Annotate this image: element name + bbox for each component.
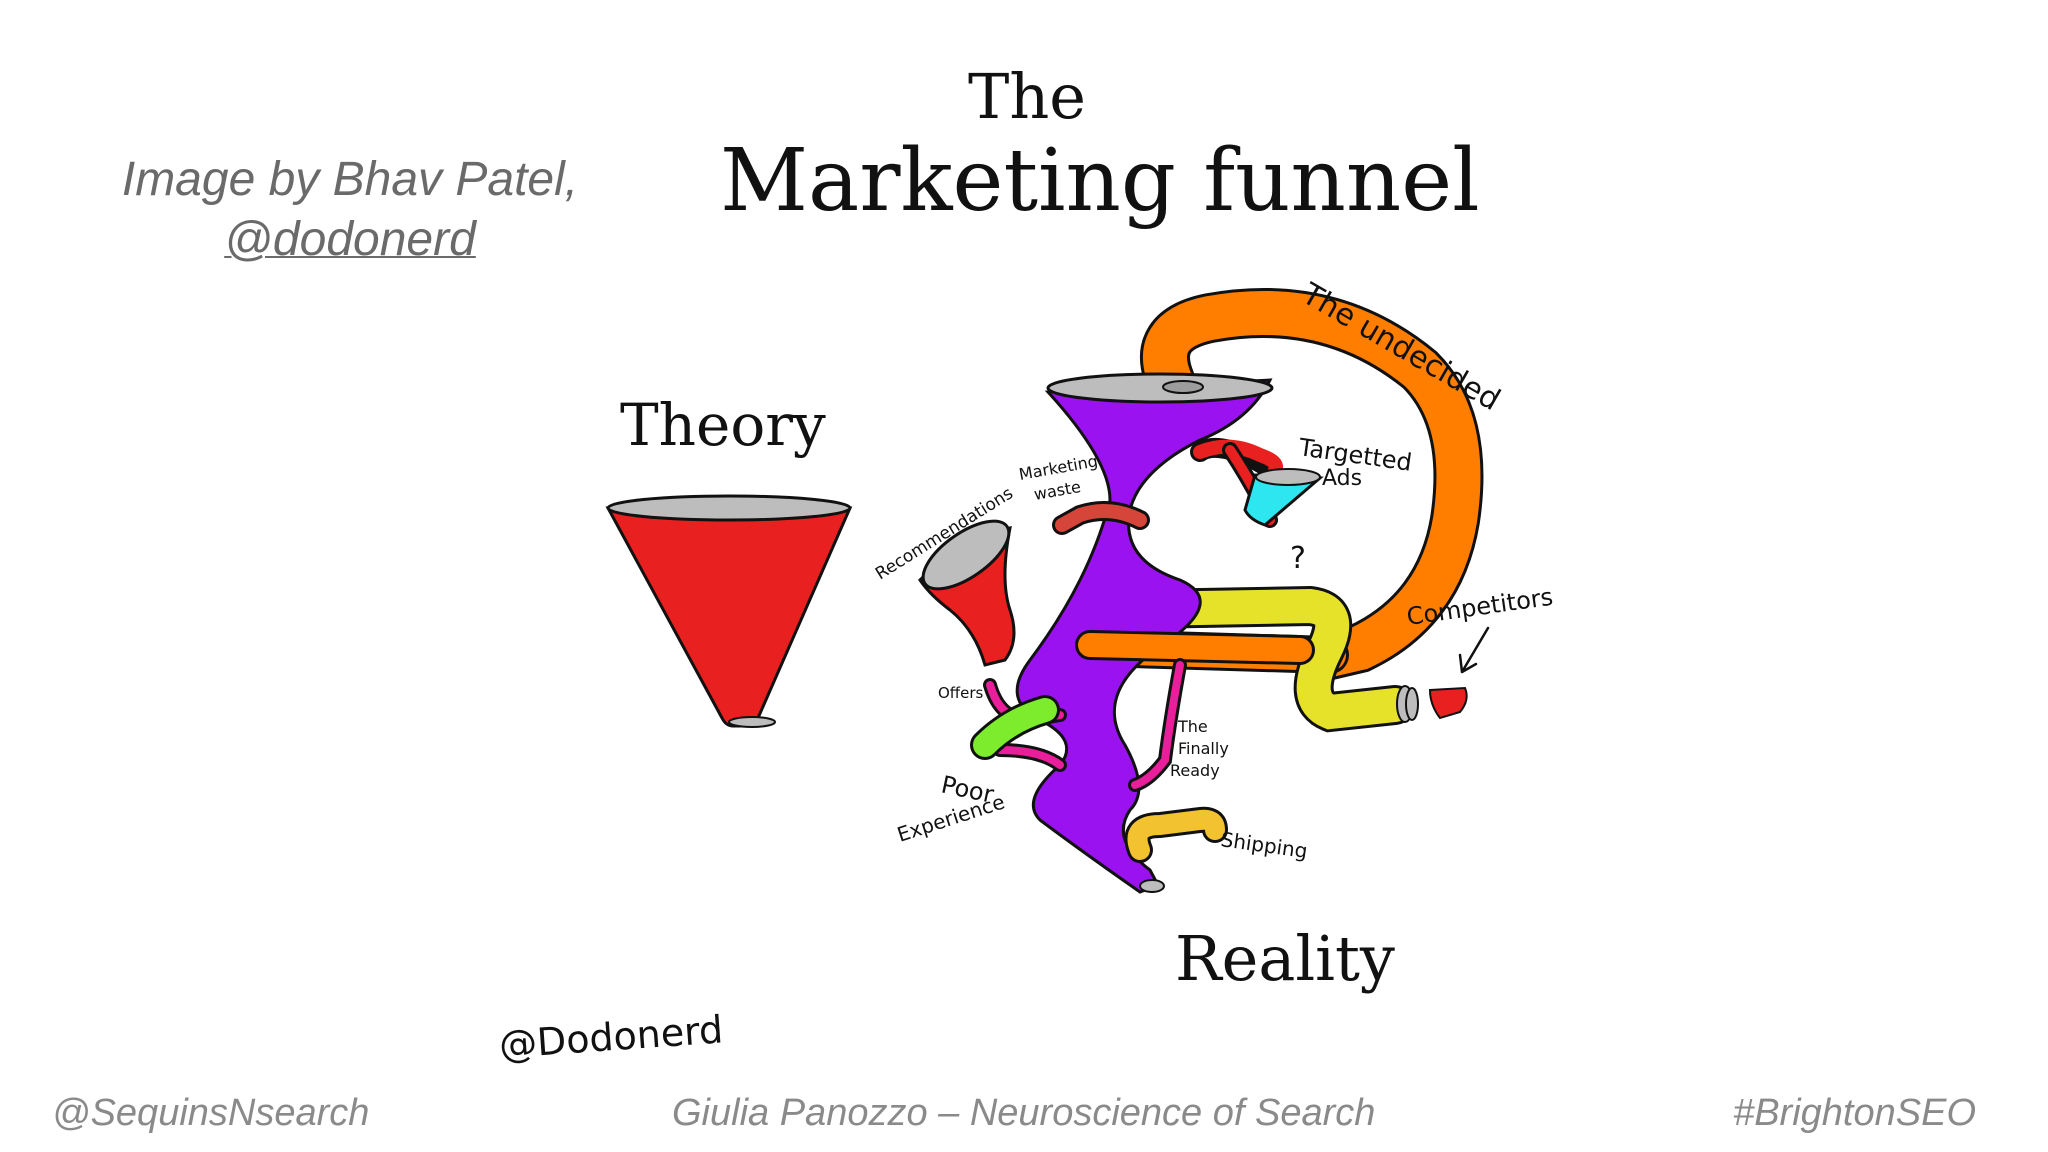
offers-label: Offers — [938, 684, 984, 702]
question-mark: ? — [1290, 541, 1306, 576]
targeted-ads-label-2: Ads — [1322, 466, 1362, 491]
shipping-label: Shipping — [1219, 827, 1309, 863]
competitors-cup — [1405, 626, 1490, 721]
image-credit: Image by Bhav Patel, @dodonerd — [40, 150, 660, 270]
shipping-pipe — [1124, 806, 1228, 863]
finally-ready-label-2: Finally — [1178, 739, 1229, 758]
finally-ready-label-1: The — [1177, 717, 1208, 736]
recommendations-funnel — [918, 519, 1016, 667]
theory-funnel — [605, 494, 853, 728]
finally-ready-label-3: Ready — [1170, 761, 1220, 780]
title-line-1: The — [968, 60, 1086, 133]
credit-text: Image by Bhav Patel, — [121, 153, 579, 206]
targeted-ads-branch — [1190, 437, 1324, 528]
undecided-inner-loop — [1075, 630, 1315, 665]
footer-twitter-handle: @SequinsNsearch — [52, 1092, 370, 1134]
signature: @Dodonerd — [498, 1007, 725, 1067]
marketing-waste-label-2: waste — [1032, 477, 1082, 504]
marketing-waste-pipe — [1052, 501, 1150, 535]
footer-hashtag: #BrightonSEO — [1733, 1092, 1976, 1134]
title-line-2: Marketing funnel — [720, 131, 1480, 231]
footer-talk-title: Giulia Panozzo – Neuroscience of Search — [672, 1092, 1376, 1134]
reality-label: Reality — [1175, 922, 1395, 995]
credit-handle-link[interactable]: @dodonerd — [224, 213, 476, 266]
offers-pipes — [970, 678, 1067, 772]
finally-ready-pipe — [1128, 658, 1187, 792]
marketing-waste-label-1: Marketing — [1017, 451, 1099, 484]
theory-label: Theory — [620, 391, 826, 459]
